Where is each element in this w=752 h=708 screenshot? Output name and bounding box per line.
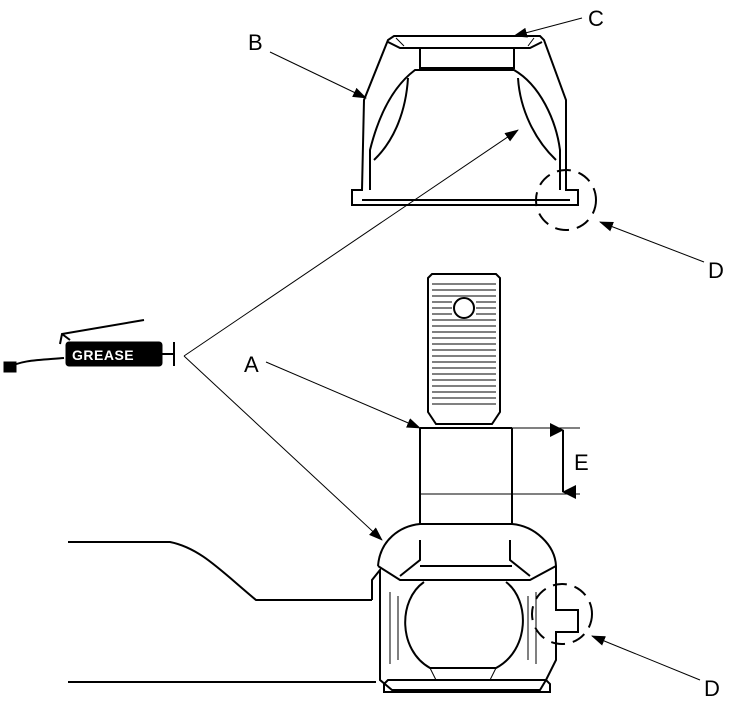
- grease-gun: GREASE: [3, 319, 175, 373]
- label-d-lower: D: [704, 676, 720, 701]
- cotter-pin-hole: [453, 297, 475, 319]
- stud-threads: [432, 283, 496, 405]
- label-d-upper: D: [708, 258, 724, 283]
- grease-label: GREASE: [72, 347, 134, 363]
- dimension-e: [512, 423, 580, 499]
- label-e: E: [574, 450, 589, 475]
- detail-circle-d-lower: [531, 583, 593, 645]
- label-a: A: [244, 352, 259, 377]
- detail-circle-d-upper: [535, 169, 597, 231]
- label-b: B: [248, 30, 263, 55]
- label-c: C: [588, 6, 604, 31]
- tie-rod-end: [68, 273, 579, 693]
